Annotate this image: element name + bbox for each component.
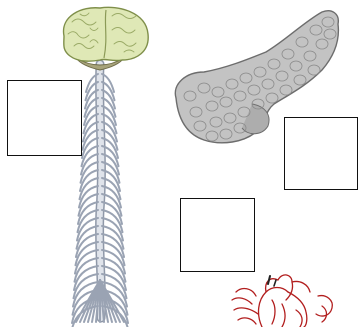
label-box-3[interactable]: [180, 198, 255, 272]
brain-spinal-cord-icon: [64, 7, 149, 327]
nerve-branch: [80, 170, 98, 191]
label-box-2[interactable]: [284, 117, 358, 190]
heart-icon: [232, 275, 332, 327]
label-box-1[interactable]: [7, 80, 82, 156]
